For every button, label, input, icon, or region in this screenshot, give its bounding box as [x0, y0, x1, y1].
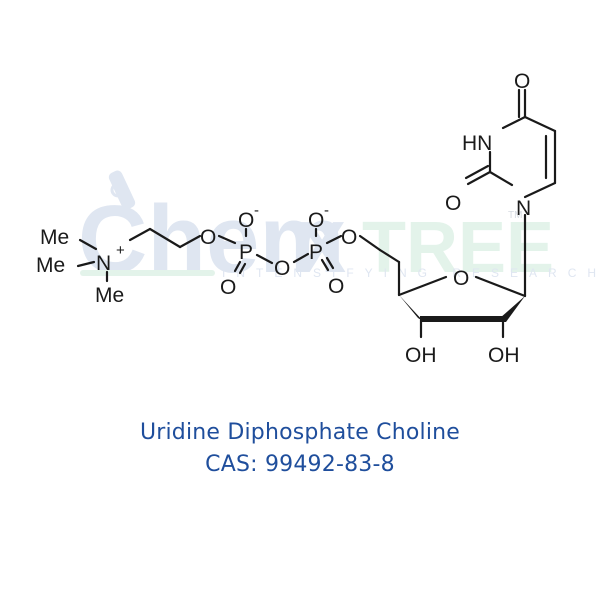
label-o-bridge: O [274, 257, 290, 280]
label-p1-minus: - [254, 202, 259, 219]
cas-number: CAS: 99492-83-8 [205, 452, 395, 477]
bonds [76, 88, 557, 339]
label-p2-o-minus: O [308, 209, 324, 232]
wedge-bonds [399, 295, 525, 322]
label-o-c4: O [514, 70, 530, 93]
label-p-1: P [239, 241, 253, 264]
label-me-2: Me [36, 254, 65, 277]
label-p-2: P [309, 241, 323, 264]
label-oh-2: OH [488, 344, 520, 367]
label-o-c2: O [445, 192, 461, 215]
label-me-1: Me [40, 226, 69, 249]
label-hn: HN [462, 132, 492, 155]
watermark-brand-tree: TREE [362, 208, 554, 288]
label-p1-o-minus: O [238, 209, 254, 232]
watermark-trademark: TM [508, 210, 522, 221]
watermark-brand-x: X [298, 208, 346, 288]
atom-labels: Me Me Me N + O P O - O O P O - O O O OH … [36, 70, 531, 367]
compound-name: Uridine Diphosphate Choline [139, 420, 461, 445]
watermark-tagline: INTENSIFYING RESEARCH [222, 266, 600, 280]
label-o-ester-1: O [200, 226, 216, 249]
watermark-underline [80, 270, 215, 276]
label-p2-o-double: O [328, 275, 344, 298]
label-o-ester-2: O [341, 226, 357, 249]
label-ring-o: O [453, 267, 469, 290]
label-n-plus: N [96, 252, 111, 275]
label-n1: N [516, 197, 531, 220]
label-p2-minus: - [324, 202, 329, 219]
label-oh-3: OH [405, 344, 437, 367]
label-me-3: Me [95, 284, 124, 307]
label-plus-charge: + [116, 242, 125, 259]
microscope-icon [108, 170, 136, 210]
label-p1-o-double: O [220, 276, 236, 299]
